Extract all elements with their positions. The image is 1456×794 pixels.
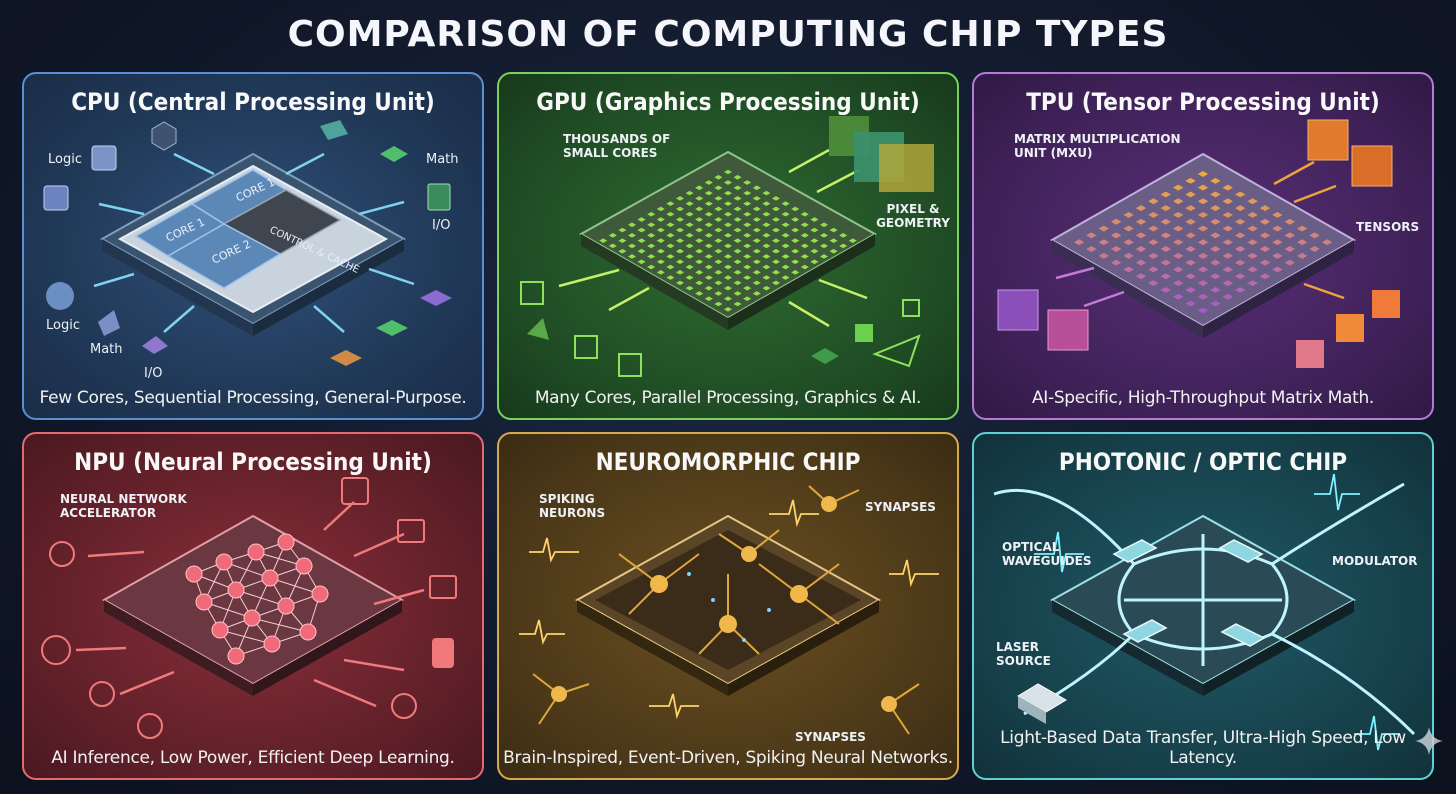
nn-node [312,586,328,602]
tpu-caption: AI-Specific, High-Throughput Matrix Math… [974,388,1432,408]
photonic-title: PHOTONIC / OPTIC CHIP [974,448,1432,476]
photonic-label-modulator: MODULATOR [1332,554,1417,568]
cpu-label-math-top: Math [426,152,459,167]
photonic-diagram [974,434,1432,778]
cpu-label-math-bottom: Math [90,342,123,357]
photonic-label-laser: LASER SOURCE [996,640,1056,668]
nn-node [228,582,244,598]
gpu-label-cores: THOUSANDS OF SMALL CORES [563,132,673,160]
panel-photonic: PHOTONIC / OPTIC CHIP OPTICAL WAVEGUIDES… [972,432,1434,780]
tpu-label-mxu: MATRIX MULTIPLICATION UNIT (MXU) [1014,132,1184,160]
nn-node [228,648,244,664]
nn-node [216,554,232,570]
cpu-label-logic-top: Logic [48,152,82,167]
cpu-label-io-bottom: I/O [144,366,162,381]
gpu-diagram [499,74,957,418]
npu-diagram [24,434,482,778]
neuromorphic-caption: Brain-Inspired, Event-Driven, Spiking Ne… [499,748,957,768]
npu-caption: AI Inference, Low Power, Efficient Deep … [24,748,482,768]
cpu-label-logic-bottom: Logic [46,318,80,333]
gpu-pixel-blocks [829,116,934,192]
nn-node [186,566,202,582]
cpu-label-io-top: I/O [432,218,450,233]
cpu-caption: Few Cores, Sequential Processing, Genera… [24,388,482,408]
page-title: COMPARISON OF COMPUTING CHIP TYPES [0,14,1456,55]
sparkle-icon [1414,726,1444,756]
nn-node [248,544,264,560]
nn-node [278,534,294,550]
neuromorphic-label-synapses-top: SYNAPSES [865,500,936,514]
nn-node [212,622,228,638]
cpu-diagram: CORE 1 CORE 1 CONTROL & CACHE CORE 2 [24,74,482,418]
photonic-label-waveguides: OPTICAL WAVEGUIDES [1002,540,1092,568]
panel-gpu: GPU (Graphics Processing Unit) THOUSANDS… [497,72,959,420]
panel-cpu: CORE 1 CORE 1 CONTROL & CACHE CORE 2 [22,72,484,420]
tpu-label-tensors: TENSORS [1356,220,1419,234]
nn-node [262,570,278,586]
neuromorphic-title: NEUROMORPHIC CHIP [499,448,957,476]
npu-label-accelerator: NEURAL NETWORK ACCELERATOR [60,492,190,520]
npu-title: NPU (Neural Processing Unit) [24,448,482,476]
nn-node [300,624,316,640]
nn-node [244,610,260,626]
tpu-diagram [974,74,1432,418]
neuromorphic-label-spiking: SPIKING NEURONS [539,492,629,520]
laser-source [1018,684,1066,724]
gpu-caption: Many Cores, Parallel Processing, Graphic… [499,388,957,408]
nn-node [278,598,294,614]
gpu-label-pixel: PIXEL & GEOMETRY [875,202,951,230]
nn-node [196,594,212,610]
nn-node [264,636,280,652]
tpu-title: TPU (Tensor Processing Unit) [974,88,1432,116]
photonic-caption: Light-Based Data Transfer, Ultra-High Sp… [974,728,1432,768]
neuromorphic-diagram [499,434,957,778]
panel-tpu: TPU (Tensor Processing Unit) MATRIX MULT… [972,72,1434,420]
panel-npu: NPU (Neural Processing Unit) NEURAL NETW… [22,432,484,780]
gpu-title: GPU (Graphics Processing Unit) [499,88,957,116]
neuromorphic-label-synapses-bottom: SYNAPSES [795,730,866,744]
nn-node [296,558,312,574]
cpu-title: CPU (Central Processing Unit) [24,88,482,116]
panel-neuromorphic: NEUROMORPHIC CHIP SPIKING NEURONS SYNAPS… [497,432,959,780]
